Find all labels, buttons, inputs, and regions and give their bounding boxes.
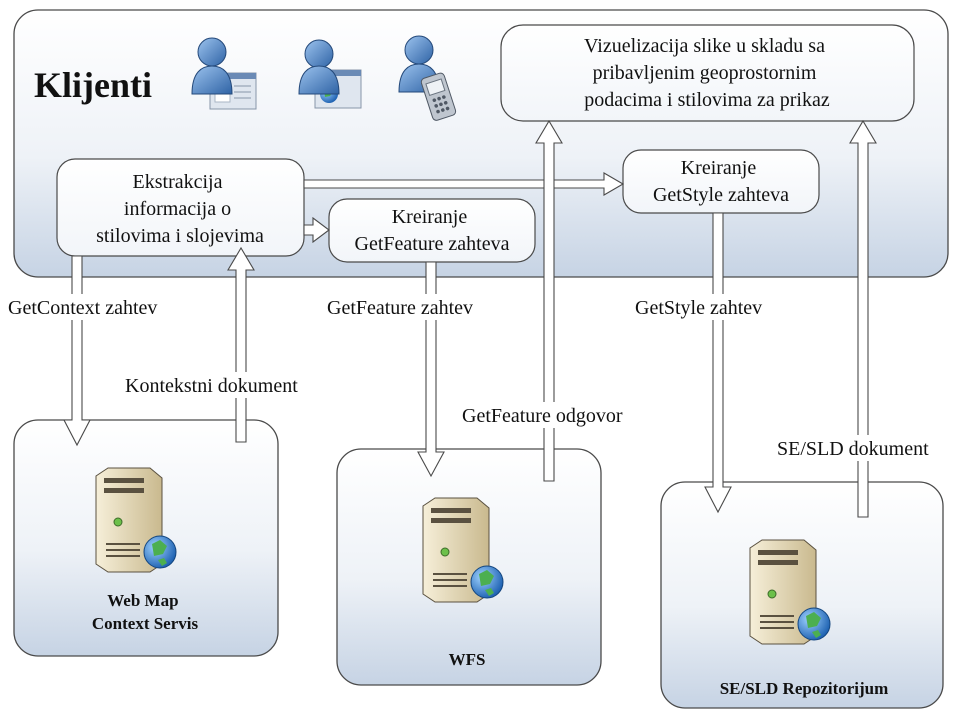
arrow-context-document bbox=[227, 246, 255, 443]
user-phone-icon bbox=[398, 35, 457, 121]
arrow-getfeature-request bbox=[417, 261, 445, 478]
extraction-box-text: Ekstrakcija informacija o stilovima i sl… bbox=[96, 171, 264, 247]
getstyle-create-box-text: Kreiranje GetStyle zahteva bbox=[653, 157, 789, 206]
repo-server-label: SE/SLD Repozitorijum bbox=[720, 679, 889, 698]
label-sld-document: SE/SLD dokument bbox=[777, 438, 929, 460]
getfeature-create-box-text: Kreiranje GetFeature zahteva bbox=[355, 206, 510, 255]
arrow-getcontext-request bbox=[63, 255, 91, 447]
label-context-document: Kontekstni dokument bbox=[125, 375, 298, 397]
extraction-box bbox=[56, 158, 305, 257]
label-getfeature-request: GetFeature zahtev bbox=[327, 297, 473, 319]
server-icon bbox=[422, 497, 504, 603]
visualization-box-text: Vizuelizacija slike u skladu sa pribavlj… bbox=[584, 35, 830, 111]
label-getcontext-request: GetContext zahtev bbox=[8, 297, 157, 319]
user-browser-icon bbox=[191, 37, 257, 110]
arrow-extraction-to-getfeature bbox=[303, 216, 330, 244]
clients-title: Klijenti bbox=[34, 65, 152, 105]
user-map-icon bbox=[298, 39, 362, 109]
visualization-box bbox=[500, 24, 915, 122]
server-icon bbox=[95, 467, 177, 573]
arrow-extraction-to-getstyle bbox=[303, 172, 625, 196]
label-getstyle-request: GetStyle zahtev bbox=[635, 297, 762, 319]
arrow-getstyle-request bbox=[704, 212, 732, 514]
wfs-server-label: WFS bbox=[449, 650, 486, 669]
wmc-server-label: Web Map Context Servis bbox=[92, 591, 199, 633]
server-icon bbox=[749, 539, 831, 645]
label-getfeature-response: GetFeature odgovor bbox=[462, 405, 623, 427]
